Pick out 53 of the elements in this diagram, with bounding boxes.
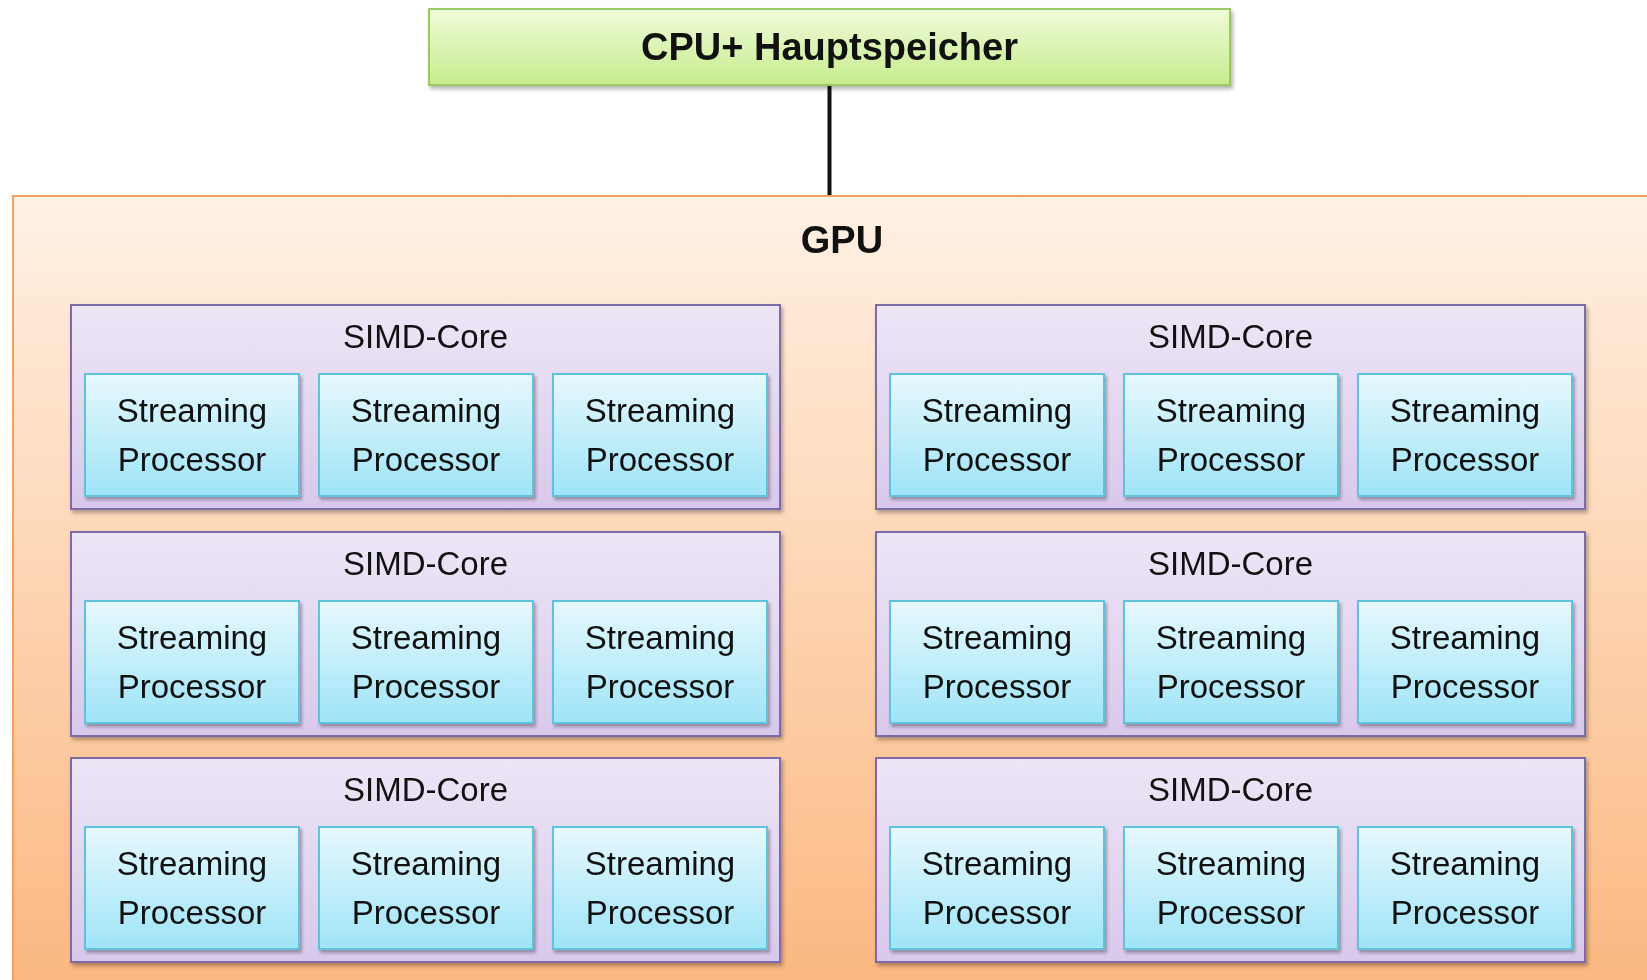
core-label: SIMD-Core (1148, 318, 1313, 356)
gpu-label: GPU (800, 219, 884, 262)
processor-box (1357, 373, 1573, 497)
processor-box (318, 600, 534, 724)
processor-box (84, 826, 300, 950)
processor-label: Streaming Processor (115, 390, 269, 480)
processor-box (1123, 826, 1339, 950)
host-box (428, 8, 1231, 86)
processor-box (84, 373, 300, 497)
simd-core-box (70, 304, 781, 510)
processor-label: Streaming Processor (1154, 390, 1308, 480)
processor-box (889, 826, 1105, 950)
processor-label: Streaming Processor (349, 390, 503, 480)
processor-box (318, 373, 534, 497)
processor-label: Streaming Processor (583, 843, 737, 933)
core-label: SIMD-Core (1148, 771, 1313, 809)
processor-label: Streaming Processor (115, 617, 269, 707)
processor-label: Streaming Processor (1154, 617, 1308, 707)
processor-label: Streaming Processor (583, 617, 737, 707)
processor-box (318, 826, 534, 950)
processor-label: Streaming Processor (1388, 843, 1542, 933)
processor-box (1357, 600, 1573, 724)
processor-label: Streaming Processor (115, 843, 269, 933)
processor-label: Streaming Processor (349, 617, 503, 707)
host-label: CPU+ Hauptspeicher (641, 25, 1018, 69)
processor-box (1123, 600, 1339, 724)
processor-label: Streaming Processor (1388, 617, 1542, 707)
processor-label: Streaming Processor (920, 390, 1074, 480)
processor-box (1357, 826, 1573, 950)
core-label: SIMD-Core (343, 545, 508, 583)
processor-label: Streaming Processor (920, 617, 1074, 707)
processor-box (1123, 373, 1339, 497)
processor-label: Streaming Processor (920, 843, 1074, 933)
gpu-box (12, 195, 1647, 980)
simd-core-box (70, 757, 781, 963)
processor-label: Streaming Processor (1154, 843, 1308, 933)
processor-box (84, 600, 300, 724)
processor-box (552, 826, 768, 950)
core-label: SIMD-Core (1148, 545, 1313, 583)
simd-core-box (875, 304, 1586, 510)
processor-box (889, 600, 1105, 724)
core-label: SIMD-Core (343, 318, 508, 356)
simd-core-box (875, 531, 1586, 737)
simd-core-box (875, 757, 1586, 963)
processor-label: Streaming Processor (1388, 390, 1542, 480)
connector-line (827, 86, 832, 195)
core-label: SIMD-Core (343, 771, 508, 809)
processor-box (552, 600, 768, 724)
simd-core-box (70, 531, 781, 737)
processor-box (889, 373, 1105, 497)
processor-label: Streaming Processor (349, 843, 503, 933)
processor-box (552, 373, 768, 497)
processor-label: Streaming Processor (583, 390, 737, 480)
